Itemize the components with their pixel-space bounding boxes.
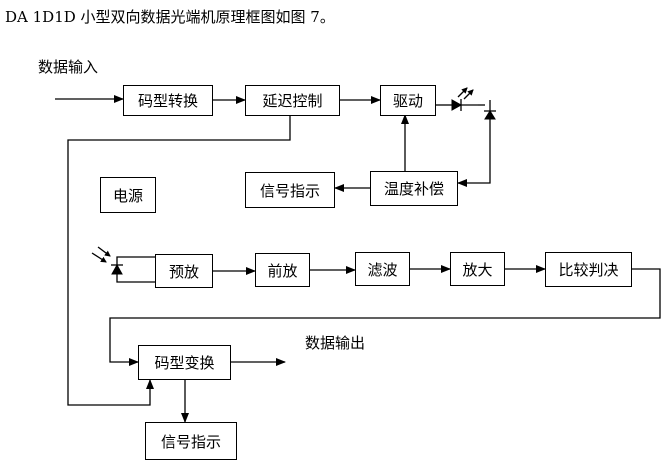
transmit-signal-indicator-box: 信号指示	[245, 172, 335, 208]
delay-control-box: 延迟控制	[245, 85, 340, 116]
monitor-photodiode-icon	[478, 100, 496, 120]
power-box: 电源	[100, 177, 156, 213]
data-output-label: 数据输出	[305, 334, 366, 352]
code-convert-box: 码型转换	[123, 85, 213, 116]
receive-signal-indicator-box: 信号指示	[145, 422, 237, 460]
loop-delay-to-code-transform	[67, 115, 291, 406]
compare-decide-box: 比较判决	[545, 252, 632, 287]
arrow-compare-to-code-transform	[109, 268, 661, 366]
amplify-box: 放大	[450, 252, 505, 286]
drive-box: 驱动	[380, 85, 436, 116]
filter-box: 滤波	[355, 252, 410, 286]
data-input-label: 数据输入	[38, 58, 99, 76]
photodiode-icon	[91, 246, 155, 283]
led-icon	[436, 87, 478, 111]
front-amp-box: 前放	[255, 253, 310, 287]
preamp-box: 预放	[155, 254, 213, 288]
temperature-compensation-box: 温度补偿	[370, 171, 458, 206]
code-transform-box: 码型变换	[138, 345, 231, 380]
arrow-monitor-to-tempcomp	[457, 119, 491, 187]
figure-caption: DA 1D1D 小型双向数据光端机原理框图如图 7。	[5, 8, 335, 26]
